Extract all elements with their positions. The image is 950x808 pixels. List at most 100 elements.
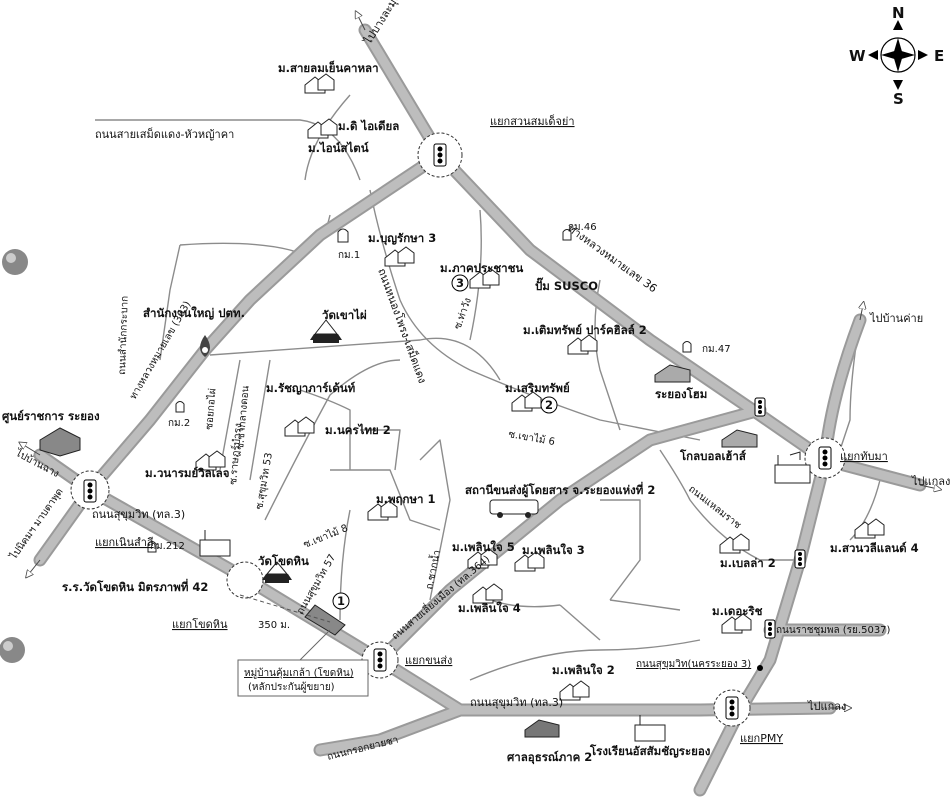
road-soi-kophai: ซอยกอไผ่ [203, 388, 219, 431]
place-labels: ม.สายลมเย็นคาหลา ม.ดิ ไอเดียล ม.ไอน์สไตน… [2, 60, 919, 765]
label-phraw: ม.พฤกษา 1 [376, 492, 436, 506]
label-one-style: ม.ไอน์สไตน์ [308, 141, 369, 155]
globe-icon [2, 249, 28, 275]
road-to-klaeng-bottom: ไปแกลง [807, 700, 846, 713]
label-term-sap: ม.เติมทรัพย์ ปาร์คฮิลล์ 2 [523, 323, 647, 337]
label-court: ศาลอุธรณ์ภาค 2 [507, 750, 592, 765]
label-rayong-home: ระยองโฮม [655, 386, 707, 401]
traffic-light-icon [818, 446, 832, 470]
km-post-icon [147, 541, 157, 553]
globe-icon [0, 637, 25, 663]
school-flag-icon [199, 530, 231, 557]
road-soi-khaomai8: ซ.เขาไม้ 8 [302, 522, 350, 551]
label-distance: 350 ม. [258, 620, 290, 631]
km-post-icons [147, 228, 692, 553]
road-labels: ไปบางละมุง ถนนสายเสม็ดแดง-หัวหญ้าคา ทางห… [7, 0, 950, 763]
junctions [70, 132, 846, 727]
road-nong-phrong: ถนนหนองโพรง-เสม็ดแดง [375, 266, 430, 385]
label-nakhonthai: ม.นครไทย 2 [325, 423, 391, 437]
house-icon [567, 334, 598, 355]
house-icon [307, 118, 338, 139]
road-sukhumvit53: ซ.สุขุมวิท 53 [254, 452, 275, 511]
house-icon [304, 73, 335, 94]
traffic-light-icon [373, 648, 387, 672]
traffic-light-icons [83, 143, 832, 720]
label-km212: กม.212 [150, 541, 185, 552]
compass-n: N [892, 4, 905, 22]
label-boonrak: ม.บุญรักษา 3 [368, 231, 436, 246]
warehouse-icon [654, 364, 691, 383]
compass-rose: N S E W [849, 4, 944, 108]
road-to-bang-lamung: ไปบางละมุง [361, 0, 402, 47]
traffic-light-icon [433, 143, 447, 167]
school-flag-icon [774, 451, 811, 484]
location-dot [757, 665, 763, 671]
label-phak-prachachon: ม.ภาคประชาชน [440, 261, 523, 275]
house-icon [284, 416, 315, 437]
junction-label-noen-sawan: แยกเนินสำลี [95, 536, 154, 549]
junction-label-tak-hin: แยกโขดหิน [172, 617, 228, 631]
court-building-icon [524, 719, 560, 738]
label-government: ศูนย์ราชการ ระยอง [2, 409, 100, 424]
house-icon [195, 450, 226, 471]
house-icon [469, 268, 500, 289]
government-building-icon [39, 427, 81, 457]
label-decorich: ม.เดอะริช [712, 604, 763, 618]
road-to-klaeng-top: ไปแกลง [911, 475, 950, 488]
junction-label-pmy: แยกPMY [740, 732, 783, 745]
traffic-light-icon [754, 397, 766, 417]
project-callout-box [237, 659, 369, 697]
label-susco: ปั๊ม SUSCO [535, 277, 598, 293]
label-wat-khaomai: วัดเขาไผ่ [322, 308, 367, 322]
label-phleonjai4: ม.เพลินใจ 4 [458, 601, 521, 615]
label-global: โกลบอลเฮ้าส์ [679, 448, 747, 463]
road-soi-chaknam: ถ.ชากน้ำ [421, 548, 443, 590]
label-wat-takhin: วัดโขดหิน [258, 553, 309, 568]
landmark-icons [39, 319, 811, 742]
label-phleonjai2: ม.เพลินใจ 2 [552, 663, 615, 677]
label-ptt-office: สำนักงานใหญ่ ปตท. [143, 306, 245, 320]
house-icon [472, 583, 503, 604]
road-laem-rat: ถนนแหลมราช [686, 484, 743, 532]
label-phleonjai3: ม.เพลินใจ 3 [522, 543, 585, 557]
label-ideal: ม.ดิ ไอเดียล [338, 119, 399, 133]
temple-icon [262, 561, 292, 583]
distance-line [239, 594, 331, 623]
km-post-icon [682, 341, 692, 353]
road-tha-wang: ซ.ท่าวัง [452, 296, 474, 331]
junction-label-thap-ma: แยกทับมา [840, 450, 888, 463]
compass-w: W [849, 47, 866, 65]
km-post-icon [337, 228, 349, 243]
temple-icon [310, 319, 342, 343]
house-icon [719, 533, 750, 554]
label-suanwili: ม.สวนวลีแลนด์ 4 [830, 541, 919, 555]
traffic-light-icon [794, 549, 806, 569]
label-rattana: ม.รัชญาภาร์เด้นท์ [266, 381, 356, 395]
house-icon [384, 246, 415, 267]
label-phleonjai5: ม.เพลินใจ 5 [452, 540, 515, 554]
road-sukhumvit-city: ถนนสุขุมวิท(นครระยอง 3) [636, 659, 751, 670]
road-sukhumvit-lower: ถนนสุขุมวิท (ทล.3) [92, 508, 185, 521]
road-sam-nak-kra: ถนนสำนักกระบาก [117, 296, 131, 375]
bus-icon [489, 499, 539, 518]
house-icon [721, 613, 752, 634]
house-icon [514, 551, 545, 572]
label-wanaram: ม.วนารมย์วิลเลจ [145, 466, 229, 480]
marker-1: 1 [337, 594, 345, 608]
traffic-light-icon [83, 479, 97, 503]
traffic-light-icon [725, 696, 739, 720]
compass-e: E [934, 47, 944, 65]
road-sai-samet: ถนนสายเสม็ดแดง-หัวหญ้าคา [95, 127, 234, 141]
house-icon [854, 518, 885, 539]
label-belcha: ม.เบลล่า 2 [720, 556, 776, 570]
km-post-icon [562, 229, 572, 241]
school-flag-icon [634, 715, 666, 742]
marker-2: 2 [545, 398, 553, 412]
road-sukhumvit-bottom: ถนนสุขุมวิท (ทล.3) [470, 696, 563, 709]
house-icon [467, 548, 498, 569]
label-project-name: หมู่บ้านคุ้มเกล้า (โขดหิน) [244, 666, 354, 679]
label-school2: โรงเรียนอัสสัมชัญระยอง [589, 743, 711, 758]
road-soi-khaomai6: ซ.เขาไม้ 6 [507, 428, 555, 448]
